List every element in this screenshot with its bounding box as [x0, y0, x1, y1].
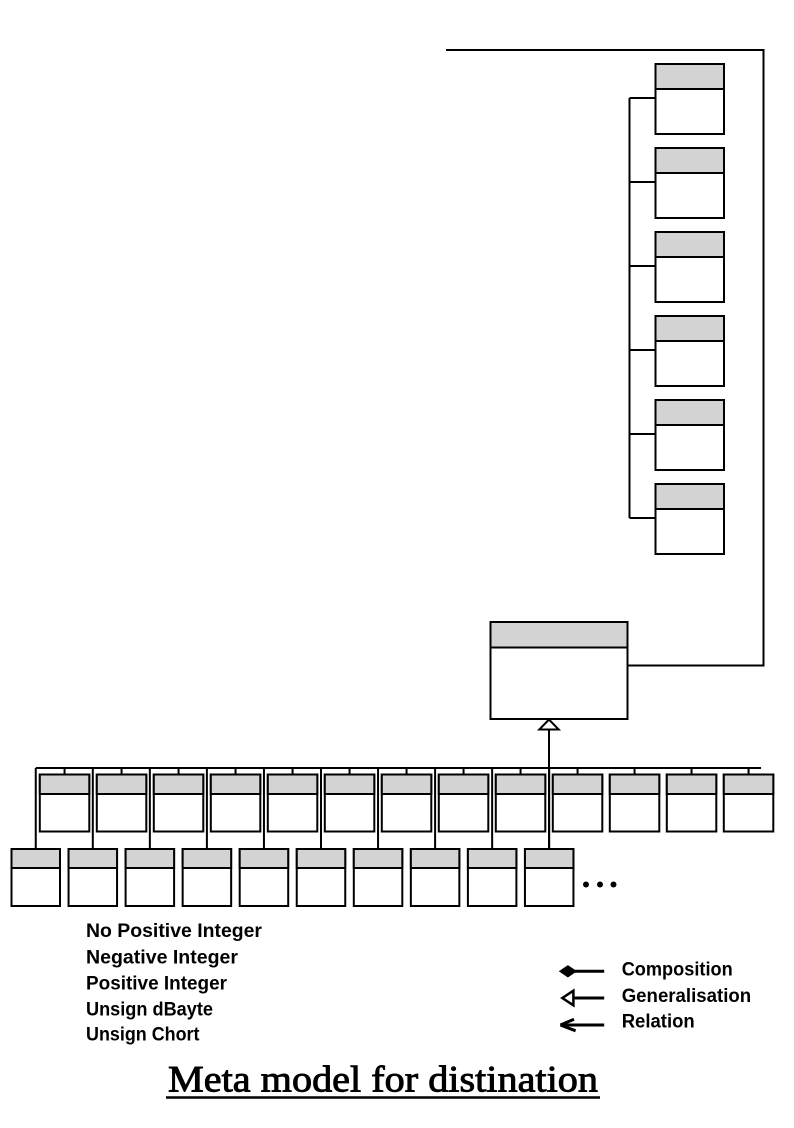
svg-text:Meta model for distination: Meta model for distination: [168, 1060, 598, 1101]
svg-text:Composition: Composition: [622, 960, 733, 981]
svg-text:Generalisation: Generalisation: [622, 986, 752, 1007]
svg-text:Unsign Chort: Unsign Chort: [86, 1024, 200, 1045]
svg-text:Negative Integer: Negative Integer: [86, 947, 239, 968]
svg-text:Unsign dBayte: Unsign dBayte: [86, 999, 213, 1020]
svg-text:Positive Integer: Positive Integer: [86, 973, 228, 994]
svg-text:No Positive Integer: No Positive Integer: [86, 921, 263, 942]
svg-text:Relation: Relation: [622, 1012, 695, 1033]
